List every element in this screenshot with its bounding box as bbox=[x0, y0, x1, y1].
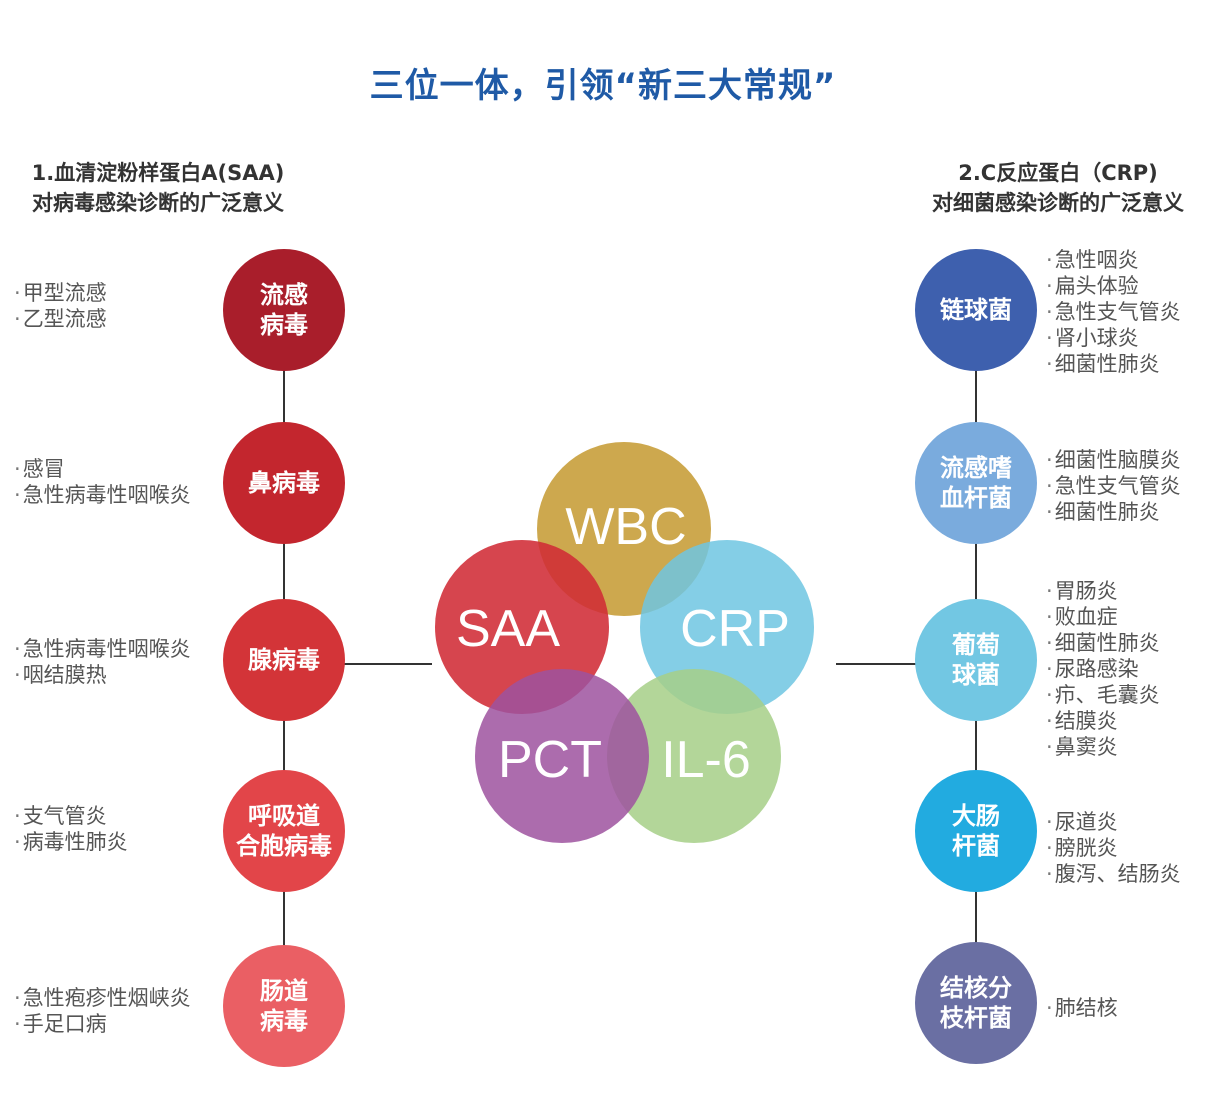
venn-circle-pct bbox=[475, 669, 649, 843]
list-item: ·鼻窦炎 bbox=[1046, 735, 1118, 759]
saa-section-heading: 1.血清淀粉样蛋白A(SAA) 对病毒感染诊断的广泛意义 bbox=[0, 158, 316, 218]
virus-items-rhinovirus: ·感冒·急性病毒性咽喉炎 bbox=[14, 456, 191, 508]
virus-node-enterovirus: 肠道 病毒 bbox=[223, 945, 345, 1067]
list-item: ·细菌性肺炎 bbox=[1046, 631, 1160, 655]
page-title: 三位一体，引领“新三大常规” bbox=[369, 66, 837, 106]
list-item: ·膀胱炎 bbox=[1046, 836, 1118, 860]
bacteria-items-tuberculosis: ·肺结核 bbox=[1046, 995, 1118, 1021]
saa-heading-line1: 1.血清淀粉样蛋白A(SAA) bbox=[31, 161, 285, 185]
bacteria-items-staphylococcus: ·胃肠炎·败血症·细菌性肺炎·尿路感染·疖、毛囊炎·结膜炎·鼻窦炎 bbox=[1046, 578, 1160, 760]
bacteria-node-tuberculosis: 结核分 枝杆菌 bbox=[915, 942, 1037, 1064]
virus-node-adenovirus: 腺病毒 bbox=[223, 599, 345, 721]
list-item: ·乙型流感 bbox=[14, 307, 107, 331]
list-item: ·尿路感染 bbox=[1046, 657, 1139, 681]
bacteria-items-ecoli: ·尿道炎·膀胱炎·腹泻、结肠炎 bbox=[1046, 809, 1181, 887]
venn-label-saa: SAA bbox=[456, 600, 560, 658]
virus-items-rsv: ·支气管炎·病毒性肺炎 bbox=[14, 803, 128, 855]
list-item: ·急性支气管炎 bbox=[1046, 300, 1181, 324]
bacteria-items-streptococcus: ·急性咽炎·扁头体验·急性支气管炎·肾小球炎·细菌性肺炎 bbox=[1046, 247, 1181, 377]
list-item: ·疖、毛囊炎 bbox=[1046, 683, 1160, 707]
crp-section-heading: 2.C反应蛋白（CRP) 对细菌感染诊断的广泛意义 bbox=[900, 158, 1206, 218]
biomarker-venn: WBC SAA CRP PCT IL-6 bbox=[420, 430, 840, 860]
list-item: ·病毒性肺炎 bbox=[14, 830, 128, 854]
bacteria-node-haemophilus: 流感嗜 血杆菌 bbox=[915, 422, 1037, 544]
venn-svg: WBC SAA CRP PCT IL-6 bbox=[435, 442, 814, 843]
list-item: ·急性支气管炎 bbox=[1046, 474, 1181, 498]
virus-node-rhinovirus: 鼻病毒 bbox=[223, 422, 345, 544]
list-item: ·腹泻、结肠炎 bbox=[1046, 862, 1181, 886]
list-item: ·急性咽炎 bbox=[1046, 248, 1139, 272]
venn-label-il6: IL-6 bbox=[661, 731, 751, 789]
list-item: ·感冒 bbox=[14, 457, 65, 481]
list-item: ·支气管炎 bbox=[14, 804, 107, 828]
bacteria-node-ecoli: 大肠 杆菌 bbox=[915, 770, 1037, 892]
saa-heading-line2: 对病毒感染诊断的广泛意义 bbox=[32, 191, 284, 215]
list-item: ·咽结膜热 bbox=[14, 663, 107, 687]
venn-label-crp: CRP bbox=[680, 600, 790, 658]
venn-circle-il6 bbox=[607, 669, 781, 843]
virus-node-influenza: 流感 病毒 bbox=[223, 249, 345, 371]
list-item: ·细菌性肺炎 bbox=[1046, 352, 1160, 376]
virus-items-influenza: ·甲型流感·乙型流感 bbox=[14, 280, 107, 332]
list-item: ·肺结核 bbox=[1046, 996, 1118, 1020]
left-horizontal-connector bbox=[344, 663, 432, 665]
venn-label-pct: PCT bbox=[498, 731, 602, 789]
bacteria-items-haemophilus: ·细菌性脑膜炎·急性支气管炎·细菌性肺炎 bbox=[1046, 447, 1181, 525]
virus-node-rsv: 呼吸道 合胞病毒 bbox=[223, 770, 345, 892]
list-item: ·急性疱疹性烟峡炎 bbox=[14, 986, 191, 1010]
list-item: ·胃肠炎 bbox=[1046, 579, 1118, 603]
list-item: ·急性病毒性咽喉炎 bbox=[14, 483, 191, 507]
list-item: ·结膜炎 bbox=[1046, 709, 1118, 733]
list-item: ·细菌性脑膜炎 bbox=[1046, 448, 1181, 472]
right-horizontal-connector bbox=[836, 663, 916, 665]
list-item: ·甲型流感 bbox=[14, 281, 107, 305]
list-item: ·肾小球炎 bbox=[1046, 326, 1139, 350]
virus-items-adenovirus: ·急性病毒性咽喉炎·咽结膜热 bbox=[14, 636, 191, 688]
list-item: ·急性病毒性咽喉炎 bbox=[14, 637, 191, 661]
virus-items-enterovirus: ·急性疱疹性烟峡炎·手足口病 bbox=[14, 985, 191, 1037]
list-item: ·败血症 bbox=[1046, 605, 1118, 629]
bacteria-node-streptococcus: 链球菌 bbox=[915, 249, 1037, 371]
list-item: ·扁头体验 bbox=[1046, 274, 1139, 298]
crp-heading-line2: 对细菌感染诊断的广泛意义 bbox=[932, 191, 1184, 215]
venn-label-wbc: WBC bbox=[565, 498, 686, 556]
list-item: ·尿道炎 bbox=[1046, 810, 1118, 834]
list-item: ·手足口病 bbox=[14, 1012, 107, 1036]
crp-heading-line1: 2.C反应蛋白（CRP) bbox=[958, 161, 1158, 185]
bacteria-node-staphylococcus: 葡萄 球菌 bbox=[915, 599, 1037, 721]
list-item: ·细菌性肺炎 bbox=[1046, 500, 1160, 524]
